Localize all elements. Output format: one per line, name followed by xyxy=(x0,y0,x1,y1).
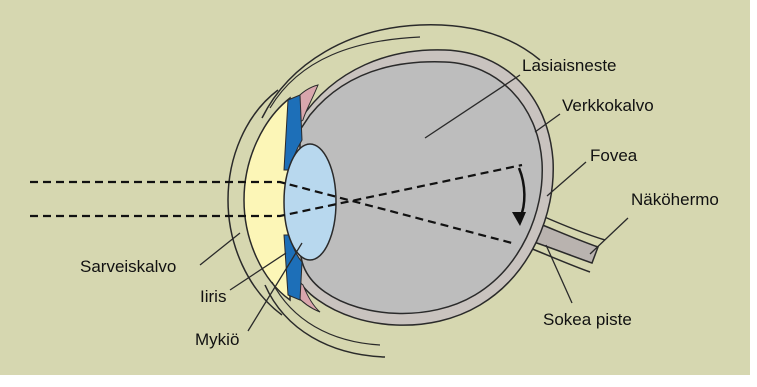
right-frame xyxy=(750,0,757,387)
label-fovea: Fovea xyxy=(590,146,637,166)
lens xyxy=(284,144,336,260)
label-mykio: Mykiö xyxy=(195,330,239,350)
label-sokea-piste: Sokea piste xyxy=(543,310,632,330)
label-verkkokalvo: Verkkokalvo xyxy=(562,96,654,116)
bottom-frame xyxy=(0,375,757,387)
label-nakohermo: Näköhermo xyxy=(631,190,719,210)
label-lasiaisneste: Lasiaisneste xyxy=(522,56,617,76)
label-iiris: Iiris xyxy=(200,287,226,307)
label-sarveiskalvo: Sarveiskalvo xyxy=(80,257,176,277)
